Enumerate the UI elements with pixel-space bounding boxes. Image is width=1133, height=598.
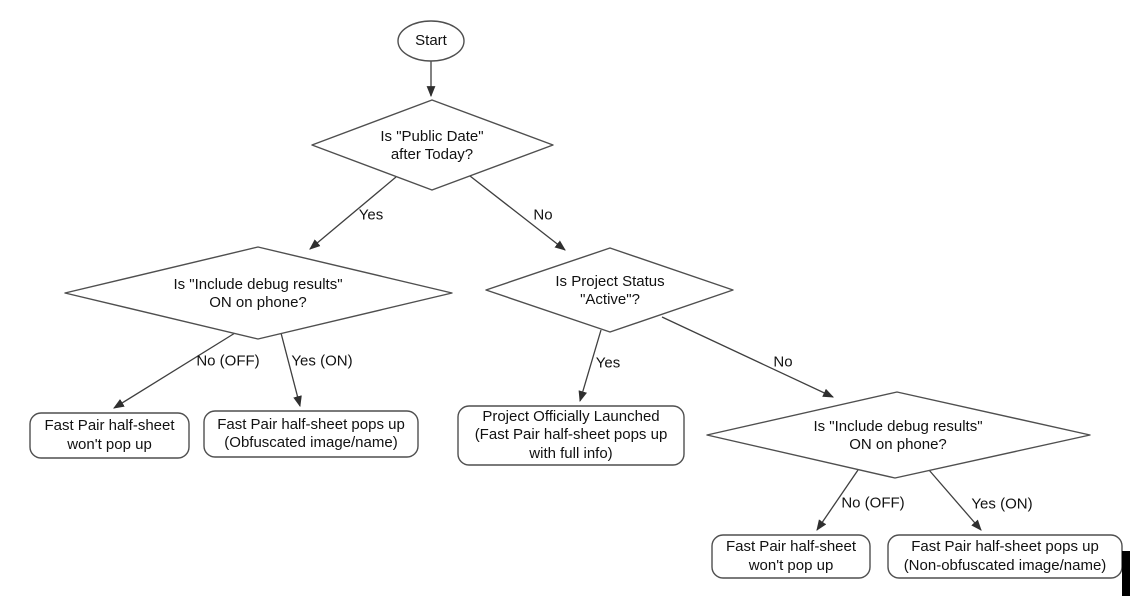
result-launched-shape	[457, 405, 685, 466]
text-cursor-artifact	[1122, 551, 1130, 596]
decision-debug-right-shape	[706, 391, 1091, 479]
edge-label-project-status-yes: Yes	[595, 354, 621, 372]
edge-public-date-no	[469, 175, 566, 251]
result-no-popup-right-label: Fast Pair half-sheet won't pop up	[725, 538, 857, 574]
edge-debug-left-no	[113, 332, 236, 409]
decision-debug-right-label: Is "Include debug results" ON on phone?	[813, 417, 983, 453]
edge-project-status-yes	[578, 329, 602, 403]
edge-label-debug-left-yes: Yes (ON)	[291, 352, 353, 370]
result-launched-label: Project Officially Launched (Fast Pair h…	[474, 408, 668, 462]
result-non-obfuscated-label: Fast Pair half-sheet pops up (Non-obfusc…	[903, 538, 1107, 574]
decision-public-date-label: Is "Public Date" after Today?	[380, 127, 484, 163]
edge-label-debug-right-yes: Yes (ON)	[971, 495, 1033, 513]
start-node-shape	[397, 20, 465, 62]
result-no-popup-left-shape	[29, 412, 190, 459]
decision-project-status-label: Is Project Status "Active"?	[555, 272, 665, 308]
edge-project-status-no	[661, 316, 834, 398]
edge-debug-right-yes	[928, 469, 982, 531]
result-no-popup-left-label: Fast Pair half-sheet won't pop up	[44, 417, 175, 453]
edge-label-project-status-no: No	[773, 353, 793, 371]
start-node-label: Start	[415, 31, 447, 49]
result-obfuscated-shape	[203, 410, 419, 458]
result-no-popup-right-shape	[711, 534, 871, 579]
decision-debug-left-shape	[64, 246, 453, 340]
result-obfuscated-label: Fast Pair half-sheet pops up (Obfuscated…	[217, 415, 405, 451]
edge-label-public-date-yes: Yes	[358, 206, 384, 224]
edge-label-debug-right-no: No (OFF)	[841, 494, 905, 512]
decision-debug-left-label: Is "Include debug results" ON on phone?	[173, 275, 343, 311]
edge-label-debug-left-no: No (OFF)	[196, 352, 260, 370]
decision-public-date-shape	[311, 99, 554, 191]
edge-label-public-date-no: No	[533, 206, 553, 224]
edge-debug-right-no	[816, 469, 859, 531]
edge-debug-left-yes	[280, 332, 302, 408]
edge-public-date-yes	[309, 176, 397, 250]
decision-project-status-shape	[485, 247, 734, 333]
